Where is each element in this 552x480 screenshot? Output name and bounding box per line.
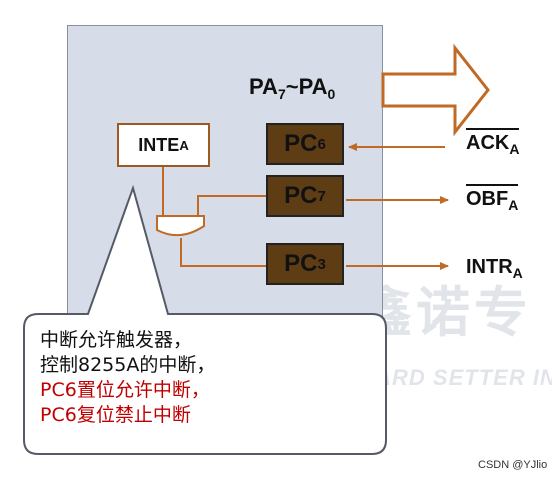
and-gate bbox=[156, 215, 205, 237]
callout-bubble bbox=[23, 184, 387, 455]
intr-a-label: INTRA bbox=[466, 256, 523, 281]
pc7-wire bbox=[197, 195, 266, 216]
source-credit: CSDN @YJlio bbox=[478, 459, 548, 471]
gate-output-wire bbox=[180, 238, 266, 267]
callout-text: 中断允许触发器， 控制8255A的中断， PC6置位允许中断， PC6复位禁止中… bbox=[40, 328, 360, 428]
callout-line-1: 中断允许触发器， bbox=[40, 329, 193, 351]
callout-line-4: PC6复位禁止中断 bbox=[40, 404, 191, 426]
port-a-label: PA7~PA0 bbox=[249, 74, 336, 102]
callout-line-2: 控制8255A的中断， bbox=[40, 354, 216, 376]
port-a-output-arrow bbox=[381, 43, 490, 137]
obf-a-label: OBFA bbox=[466, 184, 519, 213]
callout-line-3: PC6置位允许中断， bbox=[40, 379, 210, 401]
ack-a-label: ACKA bbox=[466, 128, 520, 157]
